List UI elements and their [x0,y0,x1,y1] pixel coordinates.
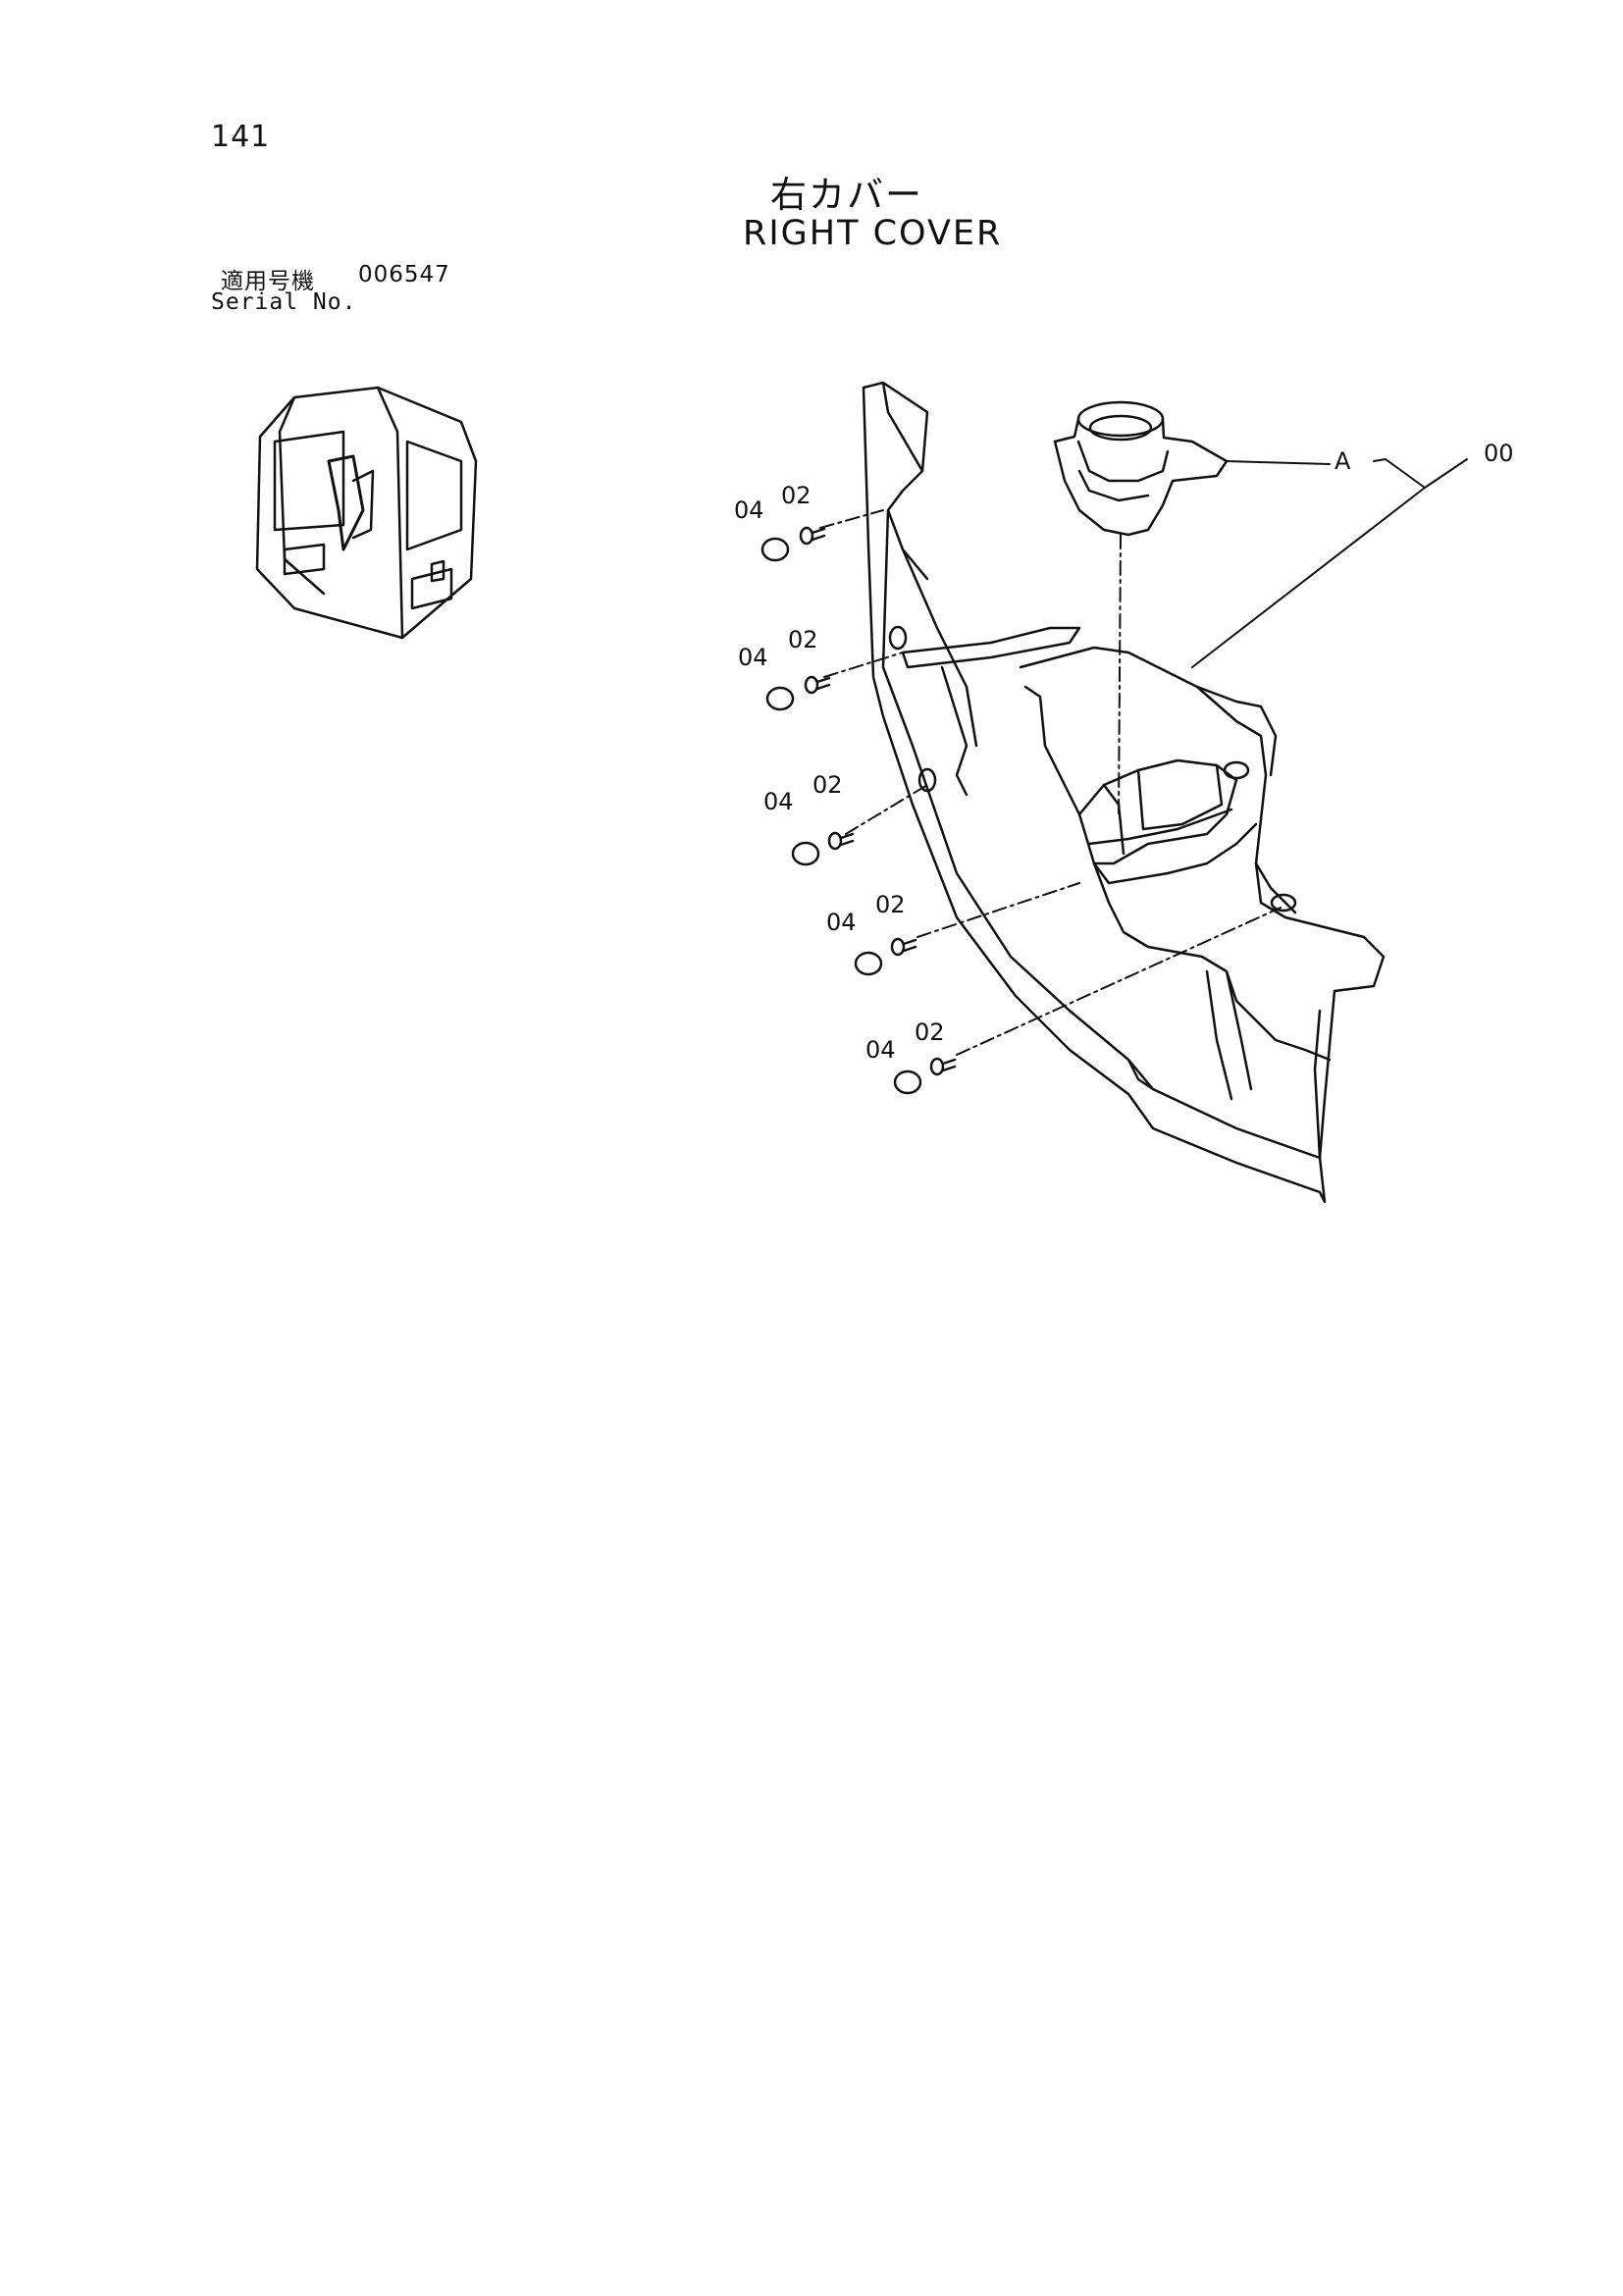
leader-lines [819,458,1468,1056]
title-english: RIGHT COVER [743,214,1003,253]
callout-screw: 02 [788,626,818,653]
serial-label-japanese: 適用号機 [221,269,315,294]
page-number: 141 [211,120,271,154]
callout-screw: 02 [781,482,812,509]
screw-icon [804,675,831,695]
right-cover-part-drawing [862,381,1386,1204]
callout-view-a: A [1335,447,1351,475]
callout-assembly: 00 [1484,440,1514,467]
callout-cap: 04 [738,644,768,671]
screw-icon [890,937,917,957]
cap-icon [791,841,820,866]
callout-cap: 04 [826,909,857,936]
callout-cap: 04 [734,496,764,524]
serial-number: 006547 [358,262,450,287]
cap-icon [760,537,790,562]
cap-icon [893,1070,922,1095]
excavator-cab-icon [255,386,478,640]
screw-icon [799,526,826,546]
cup-holder-insert [1053,400,1229,537]
callout-screw: 02 [875,891,906,918]
screw-icon [827,831,855,851]
cap-icon [765,686,795,711]
callout-labels: 00 A 02 04 02 04 02 04 02 04 02 04 [734,440,1514,1064]
callout-screw: 02 [915,1018,945,1046]
callout-screw: 02 [812,771,843,799]
screw-icon [929,1057,957,1076]
serial-label-english: Serial No. [211,289,357,315]
cap-icon [854,951,883,976]
fastener-group [760,526,957,1095]
callout-cap: 04 [763,788,794,815]
callout-cap: 04 [865,1036,896,1064]
title-japanese: 右カバー [770,174,923,216]
